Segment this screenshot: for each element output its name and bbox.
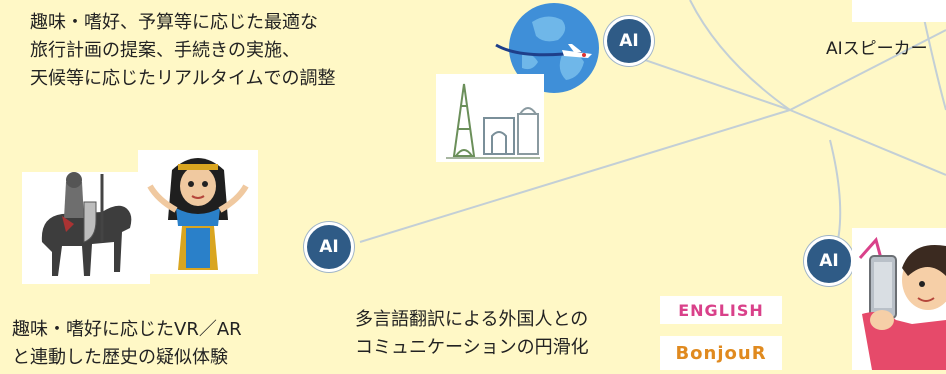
translate-line-2: コミュニケーションの円滑化	[355, 337, 589, 358]
english-word: ENGLISH	[678, 300, 764, 320]
ai-badge-vr: AI	[304, 222, 354, 272]
bonjour-sample-box: BonjouR	[660, 336, 782, 370]
knight-image	[22, 172, 150, 284]
travel-line-3: 天候等に応じたリアルタイムでの調整	[30, 68, 336, 89]
travel-line-1: 趣味・嗜好、予算等に応じた最適な	[30, 12, 318, 33]
ai-badge-translate: AI	[804, 236, 854, 286]
person-with-phone-icon	[858, 236, 946, 370]
vr-line-2: と連動した歴史の疑似体験	[12, 347, 228, 368]
english-sample-box: ENGLISH	[660, 296, 782, 324]
pharaoh-image	[138, 150, 258, 274]
ai-badge-travel: AI	[604, 16, 654, 66]
travel-line-2: 旅行計画の提案、手続きの実施、	[30, 40, 300, 61]
vr-line-1: 趣味・嗜好に応じたVR／AR	[12, 319, 242, 340]
bonjour-word: BonjouR	[675, 342, 767, 364]
globe-airplane-icon	[495, 3, 599, 93]
translate-line-1: 多言語翻訳による外国人との	[355, 309, 589, 330]
armored-knight-horse-icon	[41, 172, 132, 276]
eiffel-tower-icon	[446, 83, 540, 159]
ai-speaker-image	[852, 0, 946, 22]
person-smartphone-image	[852, 228, 946, 370]
ai-speaker-label: AIスピーカー	[826, 39, 928, 59]
paris-landmarks-image	[436, 74, 544, 162]
egyptian-queen-icon	[147, 158, 249, 270]
